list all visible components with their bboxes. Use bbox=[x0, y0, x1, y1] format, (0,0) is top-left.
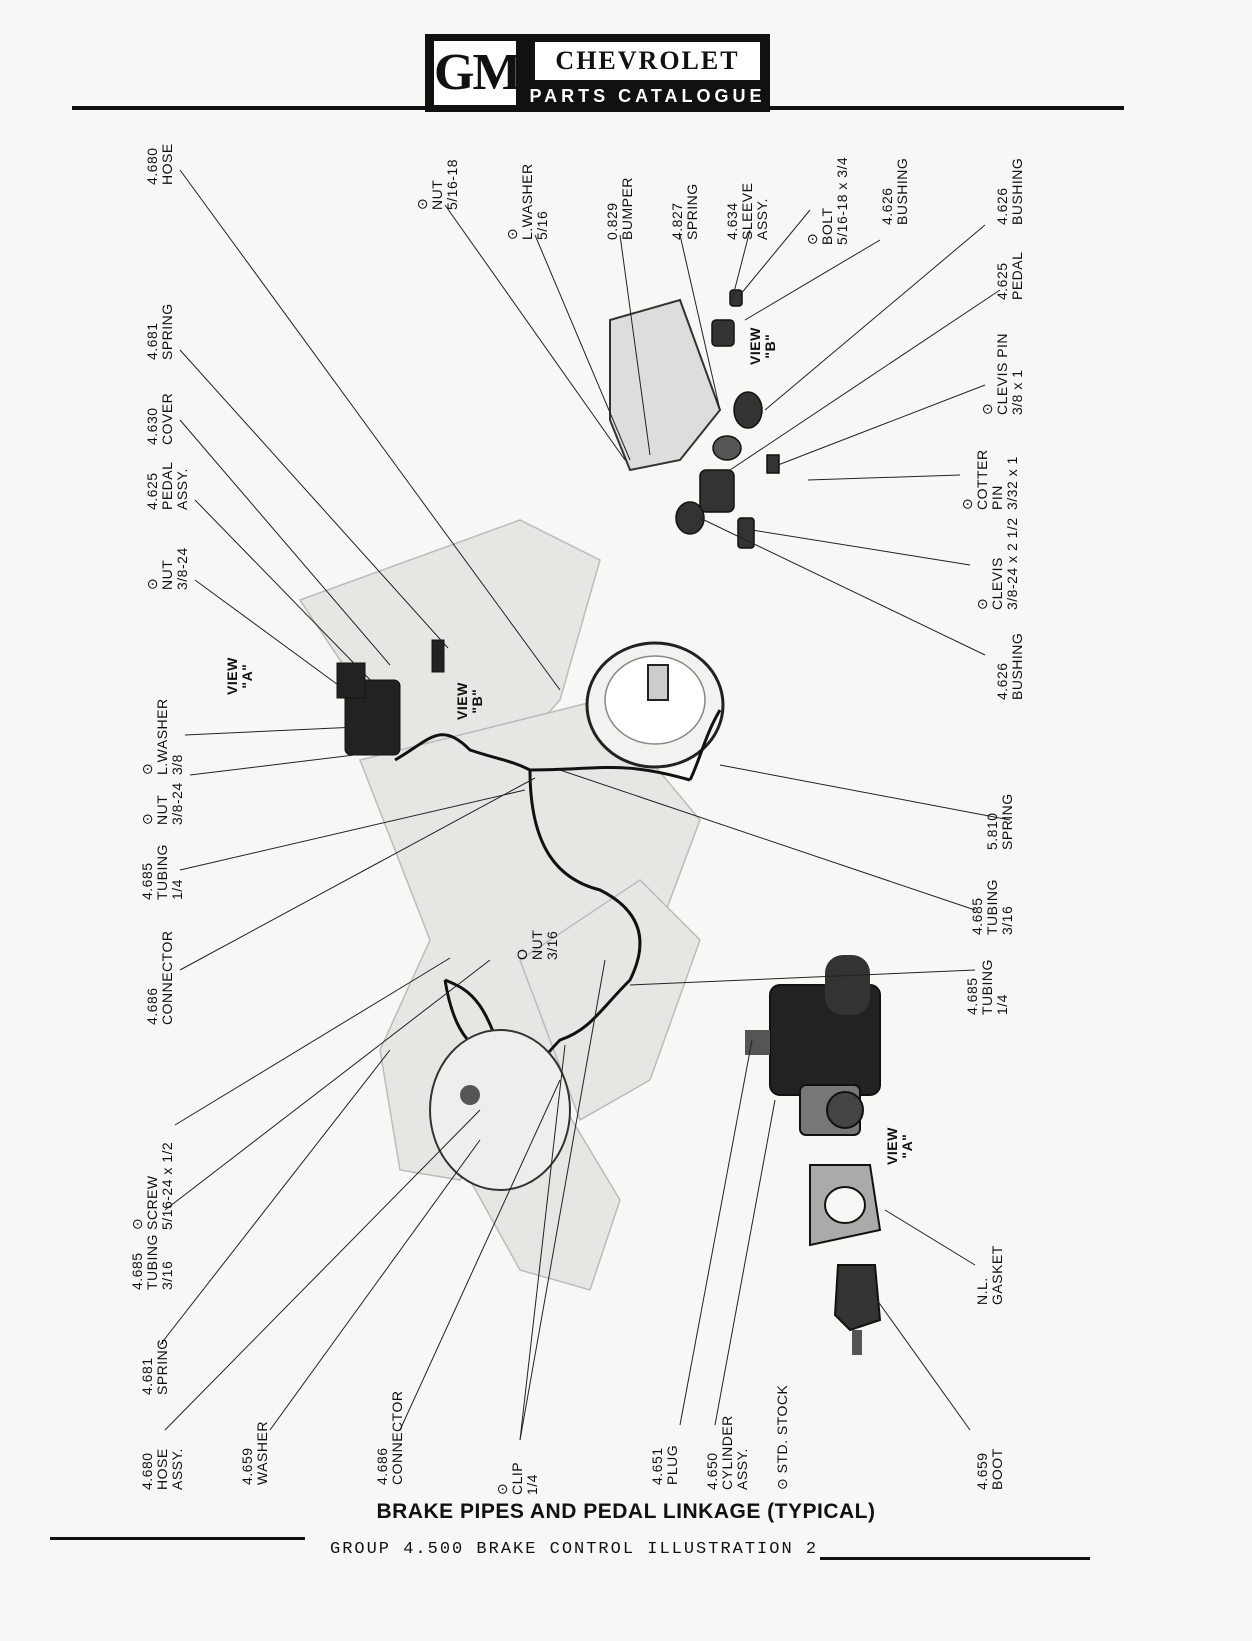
wheel-backing-plate bbox=[429, 1029, 571, 1191]
label-sleeve-4634: 4.634 SLEEVE ASSY. bbox=[724, 182, 770, 240]
label-bushing-4626-c: 4.626 BUSHING bbox=[994, 632, 1025, 700]
label-clevis: ⊙ CLEVIS 3/8-24 x 2 1/2 bbox=[974, 517, 1020, 610]
label-tubing-4685-3-16-right: 4.685 TUBING 3/16 bbox=[969, 879, 1015, 935]
label-hose-4680: 4.680 HOSE bbox=[144, 143, 175, 185]
label-clevis-pin: ⊙ CLEVIS PIN 3/8 x 1 bbox=[979, 332, 1025, 415]
catalogue-header: GM CHEVROLET PARTS CATALOGUE bbox=[425, 34, 770, 112]
label-connector-4686-left: 4.686 CONNECTOR bbox=[144, 930, 175, 1025]
label-tubing-4685-1-4-right: 4.685 TUBING 1/4 bbox=[964, 959, 1010, 1015]
label-nut-3-16: O NUT 3/16 bbox=[514, 929, 560, 960]
label-bumper-0829: 0.829 BUMPER bbox=[604, 177, 635, 240]
label-connector-4686-bottom: 4.686 CONNECTOR bbox=[374, 1390, 405, 1485]
footer-rule-right bbox=[820, 1557, 1090, 1560]
label-nut-3-8-bot: ⊙ NUT 3/8-24 bbox=[139, 782, 185, 825]
label-lwasher-3-8: ⊙ L.WASHER 3/8 bbox=[139, 698, 185, 775]
label-tubing-4685-3-16-left: 4.685 TUBING 3/16 bbox=[129, 1234, 175, 1290]
label-gasket: N.L. GASKET bbox=[974, 1245, 1005, 1305]
brand-block: CHEVROLET PARTS CATALOGUE bbox=[525, 34, 770, 112]
label-lwasher-5-16: ⊙ L.WASHER 5/16 bbox=[504, 163, 550, 240]
label-washer-4659: 4.659 WASHER bbox=[239, 1421, 270, 1485]
view-b-tag-mid: VIEW "B" bbox=[454, 682, 485, 720]
diagram-caption: BRAKE PIPES AND PEDAL LINKAGE (TYPICAL) bbox=[376, 1500, 876, 1523]
label-std-stock: ⊙ STD. STOCK bbox=[774, 1384, 790, 1490]
label-bushing-4626-a: 4.626 BUSHING bbox=[879, 157, 910, 225]
label-cylinder-4650: 4.650 CYLINDER ASSY. bbox=[704, 1415, 750, 1490]
footer-rule-left bbox=[50, 1537, 305, 1540]
label-spring-4827: 4.827 SPRING bbox=[669, 183, 700, 240]
gm-logo: GM bbox=[425, 34, 525, 112]
label-nut-3-8-top: ⊙ NUT 3/8-24 bbox=[144, 547, 190, 590]
gm-logo-text: GM bbox=[434, 41, 522, 105]
boot-part bbox=[833, 1264, 882, 1355]
label-bushing-4626-b: 4.626 BUSHING bbox=[994, 157, 1025, 225]
label-cover-4630: 4.630 COVER bbox=[144, 392, 175, 445]
label-screw: ⊙ SCREW 5/16-24 x 1/2 bbox=[129, 1141, 175, 1230]
label-plug-4651: 4.651 PLUG bbox=[649, 1444, 680, 1485]
label-nut-5-16: ⊙ NUT 5/16-18 bbox=[414, 159, 460, 210]
pedal-bracket-view-b bbox=[609, 298, 722, 472]
catalogue-subtitle: PARTS CATALOGUE bbox=[529, 86, 766, 106]
label-hose-assy-4680: 4.680 HOSE ASSY. bbox=[139, 1448, 185, 1490]
label-boot-4659: 4.659 BOOT bbox=[974, 1448, 1005, 1490]
header-rule bbox=[72, 106, 1124, 110]
view-a-tag-top: VIEW "A" bbox=[224, 657, 255, 695]
label-clip: ⊙ CLIP 1/4 bbox=[494, 1461, 540, 1495]
label-spring-4681-bottom: 4.681 SPRING bbox=[139, 1338, 170, 1395]
master-cylinder-view-a bbox=[745, 955, 881, 1136]
footer-text: GROUP 4.500 BRAKE CONTROL ILLUSTRATION 2 bbox=[330, 1540, 819, 1559]
label-bolt: ⊙ BOLT 5/16-18 x 3/4 bbox=[804, 156, 850, 245]
label-cotter-pin: ⊙ COTTER PIN 3/32 x 1 bbox=[959, 449, 1020, 510]
gasket-part bbox=[809, 1164, 882, 1247]
label-tubing-4685-1-4-left: 4.685 TUBING 1/4 bbox=[139, 844, 185, 900]
label-pedal-assy-4625: 4.625 PEDAL ASSY. bbox=[144, 461, 190, 510]
brand-name: CHEVROLET bbox=[535, 42, 760, 80]
view-a-tag-bot: VIEW "A" bbox=[884, 1127, 915, 1165]
view-b-tag-top: VIEW "B" bbox=[747, 327, 778, 365]
master-cylinder-drum bbox=[585, 641, 725, 769]
label-spring-5810: 5.810 SPRING bbox=[984, 793, 1015, 850]
leader-lines bbox=[159, 169, 1011, 1441]
brake-pedal-assembly bbox=[336, 639, 445, 756]
label-spring-4681: 4.681 SPRING bbox=[144, 303, 175, 360]
pedal-parts bbox=[675, 289, 780, 549]
label-pedal-4625: 4.625 PEDAL bbox=[994, 251, 1025, 300]
